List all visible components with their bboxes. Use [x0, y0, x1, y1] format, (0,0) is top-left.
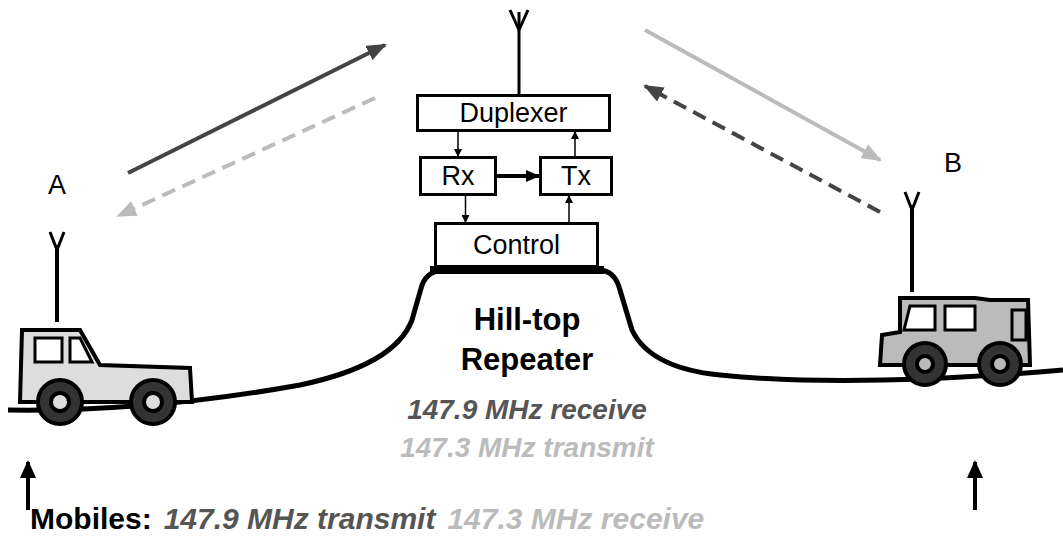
- block-box: Control: [434, 222, 599, 268]
- box-label: Rx: [442, 161, 475, 192]
- signal-arrow: [568, 196, 570, 222]
- signal-arrow: [574, 132, 576, 156]
- frequency-label: 147.3 MHz transmit: [400, 432, 654, 464]
- vehicle-letter: B: [944, 148, 962, 179]
- downlink-arrow: [118, 98, 375, 216]
- block-box: Tx: [539, 156, 613, 196]
- site-label: Hill-top Repeater: [432, 300, 622, 381]
- block-box: Duplexer: [416, 94, 611, 132]
- frequency-label: Mobiles:: [30, 502, 152, 536]
- mobiles-caption: Mobiles: 147.9 MHz transmit 147.3 MHz rece…: [30, 502, 1060, 536]
- uplink-arrow: [645, 86, 880, 212]
- frequency-label: 147.9 MHz receive: [407, 394, 647, 426]
- box-label: Duplexer: [459, 98, 567, 129]
- signal-arrow: [457, 132, 459, 156]
- pointer-arrow: [973, 462, 977, 510]
- signal-arrow: [465, 196, 467, 222]
- pointer-arrow: [26, 462, 30, 510]
- block-box: Rx: [419, 156, 497, 196]
- box-label: Tx: [561, 161, 591, 192]
- downlink-arrow: [645, 30, 880, 160]
- repeater-antenna: [510, 10, 528, 94]
- box-label: Control: [473, 230, 560, 261]
- mobile-car: [880, 192, 1030, 385]
- frequency-label: 147.3 MHz receive: [447, 502, 704, 536]
- frequency-label: 147.9 MHz transmit: [164, 502, 436, 536]
- vehicle-letter: A: [48, 170, 66, 201]
- signal-arrow: [497, 174, 539, 178]
- mobile-car: [20, 232, 192, 424]
